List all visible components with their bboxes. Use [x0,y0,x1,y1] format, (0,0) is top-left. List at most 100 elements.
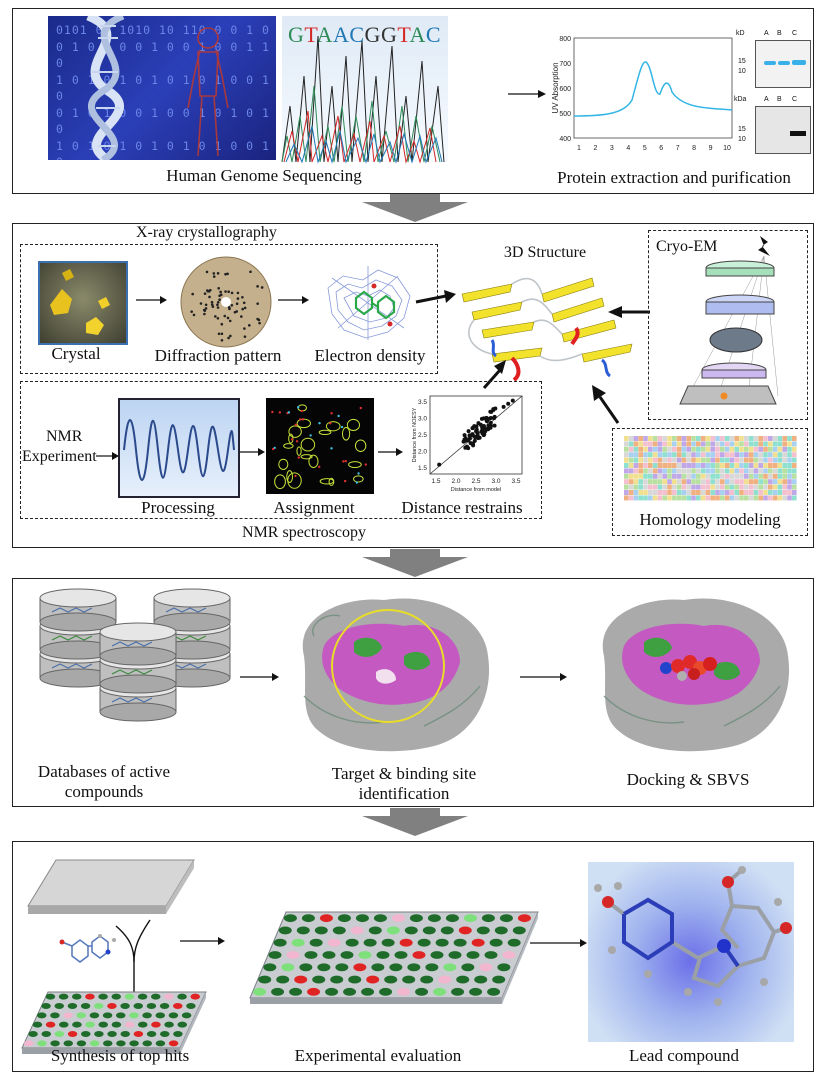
alignment-cell [724,468,730,474]
alignment-cell [628,490,634,495]
alignment-cell [744,441,749,447]
alignment-cell [676,441,682,447]
db-front-molecule [111,697,153,703]
evaluation-plate-well [427,914,441,923]
alignment-cell [724,479,730,485]
evaluation-plate-well [361,987,375,996]
evaluation-plate-well [309,938,323,947]
alignment-cell [744,495,749,501]
alignment-cell [624,484,629,490]
alignment-cell [691,463,696,468]
alignment-cell [748,452,754,458]
alignment-cell [792,457,797,463]
alignment-cell [724,441,730,447]
synthesis-plate-well [37,1040,47,1047]
alignment-cell [633,436,639,441]
alignment-cell [638,441,643,447]
alignment-cell [662,479,667,485]
arrow-synth-eval [180,937,225,945]
arrow-crystal-diffraction [136,296,167,304]
db-left-bottom [39,612,117,632]
alignment-cell [681,441,687,447]
db-right-top [153,588,231,608]
alignment-cell [696,457,701,463]
evaluation-plate-well [325,987,339,996]
alignment-cell [748,446,754,452]
alignment-cell [681,484,687,490]
assignment-contour [348,461,362,469]
alignment-cell [686,479,691,485]
evaluation-plate-well [301,914,315,923]
arrow-db-target [240,673,279,681]
synthesis-plate-well [80,1003,91,1009]
assignment-contour [325,421,341,432]
evaluation-plate-well [397,987,411,996]
alignment-cell [691,457,696,463]
homology-label: Homology modeling [639,510,781,529]
alignment-cell [763,468,768,474]
alignment-cell [633,446,639,452]
assignment-contour [286,470,294,483]
alignment-cell [792,463,797,468]
assignment-peak [330,447,333,450]
synthesis-plate-well [81,1031,91,1037]
cryo-em-microscope [679,236,779,405]
alignment-cell [686,463,691,468]
diffraction-spot [249,270,252,274]
evaluation-plate-well [412,951,426,959]
evaluation-plate-well [407,963,421,972]
synthesis-plate-well [41,1003,51,1009]
alignment-cell [734,495,739,501]
alignment-cell [715,463,720,468]
dna-letter: T [304,22,317,47]
alignment-cell [643,490,648,495]
alignment-cell [662,457,667,463]
alignment-cell [633,495,639,501]
alignment-cell [657,457,663,463]
alignment-cell [777,479,783,485]
alignment-cell [710,441,715,447]
alignment-cell [792,495,797,501]
alignment-cell [633,452,639,458]
alignment-cell [739,457,744,463]
alignment-cell [729,484,735,490]
scatter-ytick: 1.5 [418,465,427,472]
alignment-cell [768,463,773,468]
alignment-cell [724,452,730,458]
alignment-cell [739,441,744,447]
assignment-peak [287,411,291,414]
alignment-cell [667,457,672,463]
evaluation-plate-well [355,914,369,923]
alignment-cell [652,495,658,501]
assignment-contour [278,458,289,470]
lightning-icon [758,236,770,256]
evaluation-plate-well [337,914,351,923]
synthesis-plate-well [50,1040,60,1047]
scatter-ytick: 3.5 [418,399,427,406]
synthesis-plate-well [102,1012,113,1019]
alignment-cell [624,463,629,468]
alignment-cell [772,463,778,468]
evaluation-plate-well [389,963,403,972]
alignment-cell [734,468,739,474]
alignment-cell [628,457,634,463]
synthesis-plate-well [63,1012,73,1019]
alignment-cell [624,446,629,452]
alignment-cell [662,495,667,501]
alignment-cell [681,463,687,468]
alignment-cell [772,457,778,463]
alignment-cell [744,468,749,474]
alignment-cell [710,463,715,468]
alignment-cell [633,490,639,495]
evaluation-plate-well [281,963,295,972]
alignment-cell [696,479,701,485]
evaluation-plate-well [484,951,498,959]
diffraction-spot [260,286,264,289]
alignment-cell [763,495,768,501]
alignment-cell [681,452,687,458]
alignment-cell [662,468,667,474]
homology-box [612,428,808,536]
alignment-cell [729,468,735,474]
alignment-cell [667,463,672,468]
evaluation-plate-well [433,987,447,996]
